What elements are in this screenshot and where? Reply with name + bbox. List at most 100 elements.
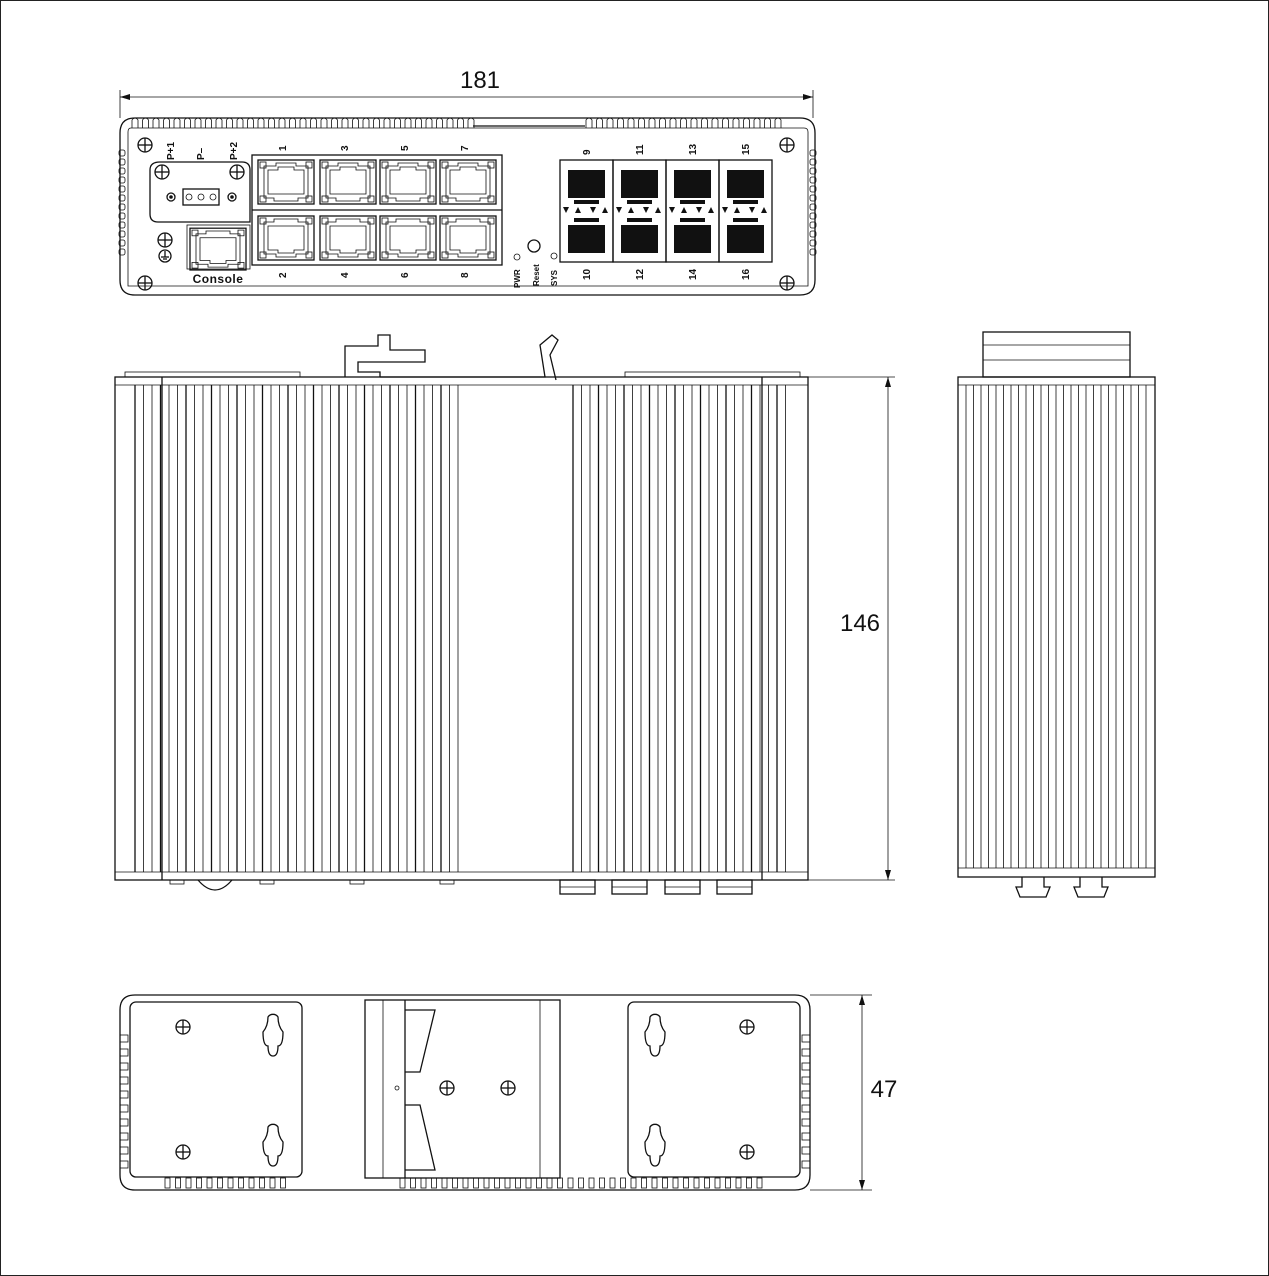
vent-slot <box>588 1177 595 1189</box>
vent-slot <box>801 1034 811 1043</box>
height-value: 146 <box>840 610 880 637</box>
rj45-port-icon <box>189 227 247 271</box>
sfp-cage-icon[interactable] <box>559 159 614 263</box>
vent-slot <box>404 117 412 128</box>
keyhole-icon <box>262 1123 284 1167</box>
vent-slot <box>672 1177 679 1189</box>
vent-slot <box>217 1177 223 1189</box>
vent-slot <box>711 117 719 128</box>
power-label-p1: P+1 <box>166 141 177 160</box>
vent-slot <box>248 1177 255 1189</box>
rj45-port-icon[interactable] <box>439 159 497 205</box>
vent-slot <box>693 1177 700 1189</box>
vent-slot <box>226 117 233 128</box>
vent-slot <box>119 1104 129 1113</box>
vent-slot <box>257 117 265 128</box>
port-label: 14 <box>688 268 699 280</box>
vent-slot <box>410 1177 416 1189</box>
sfp-cage-icon[interactable] <box>718 159 773 263</box>
pwr-led-icon <box>513 253 521 261</box>
rj45-port-icon[interactable] <box>257 159 315 205</box>
vent-slot <box>269 1177 276 1189</box>
vent-slot <box>630 1177 637 1189</box>
vent-slot <box>809 221 817 229</box>
vent-slot <box>722 117 729 128</box>
vent-slot <box>756 1177 763 1189</box>
rj45-port-icon[interactable] <box>379 215 437 261</box>
bottom-view: 47 <box>119 994 898 1191</box>
depth-value: 47 <box>871 1076 898 1103</box>
vent-slot <box>119 1048 129 1057</box>
vent-slot <box>617 117 624 128</box>
screw-icon <box>739 1144 755 1160</box>
vent-slot <box>194 117 202 128</box>
vent-slot <box>425 117 433 128</box>
top-vents <box>131 117 782 128</box>
screw-icon <box>175 1144 191 1160</box>
rj45-port-icon[interactable] <box>319 159 377 205</box>
vent-slot <box>227 1177 234 1189</box>
vent-slot <box>175 1177 181 1189</box>
vent-slot <box>118 185 126 193</box>
vent-slot <box>131 117 139 128</box>
vent-slot <box>215 117 223 128</box>
console-port[interactable] <box>186 224 251 271</box>
vent-slot <box>809 176 817 184</box>
port-label: 7 <box>460 145 471 151</box>
screw-icon <box>154 164 170 180</box>
vent-slot <box>247 117 254 128</box>
sfp-cage-icon[interactable] <box>612 159 667 263</box>
power-label-p2: P+2 <box>229 141 240 160</box>
vent-slot <box>118 221 126 229</box>
connector-stub <box>349 879 365 885</box>
connector-stub <box>439 879 455 885</box>
vent-slot <box>118 230 126 238</box>
vent-slot <box>809 230 817 238</box>
vent-slot <box>801 1048 811 1057</box>
console-label: Console <box>193 272 244 286</box>
vent-slot <box>457 117 464 128</box>
sys-led-label: SYS <box>550 269 559 286</box>
ground-icon <box>158 249 172 263</box>
vent-slot <box>119 1132 129 1141</box>
sys-led-icon <box>550 252 558 260</box>
port-label: 9 <box>582 149 593 155</box>
depth-dimension: 47 <box>810 994 898 1191</box>
vent-slot <box>118 149 126 157</box>
reset-label: Reset <box>532 264 541 286</box>
vent-slot <box>546 1177 553 1189</box>
vent-slot <box>415 117 422 128</box>
vent-slot <box>163 117 170 128</box>
keyhole-icon <box>644 1013 666 1057</box>
vent-slot <box>278 117 286 128</box>
reset-button[interactable] <box>527 239 541 253</box>
vent-slot <box>119 1118 129 1127</box>
vent-slot <box>119 1146 129 1155</box>
screw-icon <box>137 275 153 291</box>
vent-slot <box>399 1177 406 1189</box>
vent-slot <box>119 1062 129 1071</box>
vent-slot <box>236 117 244 128</box>
vent-slot <box>259 1177 265 1189</box>
screw-icon <box>779 275 795 291</box>
rj45-port-icon[interactable] <box>439 215 497 261</box>
port-label: 1 <box>278 145 289 151</box>
keyhole-icon <box>262 1013 284 1057</box>
vent-slot <box>609 1177 616 1189</box>
rj45-port-icon[interactable] <box>319 215 377 261</box>
vent-slot <box>289 117 296 128</box>
rj45-port-icon[interactable] <box>257 215 315 261</box>
vent-slot <box>142 117 149 128</box>
connector-stub <box>259 879 275 885</box>
vent-slot <box>680 117 687 128</box>
vent-slot <box>669 117 677 128</box>
sfp-cage-icon[interactable] <box>665 159 720 263</box>
rj45-port-icon[interactable] <box>379 159 437 205</box>
power-terminal-block: P+1 P– P+2 <box>149 141 251 223</box>
vent-slot <box>809 203 817 211</box>
vent-slot <box>801 1118 811 1127</box>
power-label-pminus: P– <box>196 147 207 160</box>
vent-slot <box>185 1177 192 1189</box>
vent-slot <box>809 167 817 175</box>
